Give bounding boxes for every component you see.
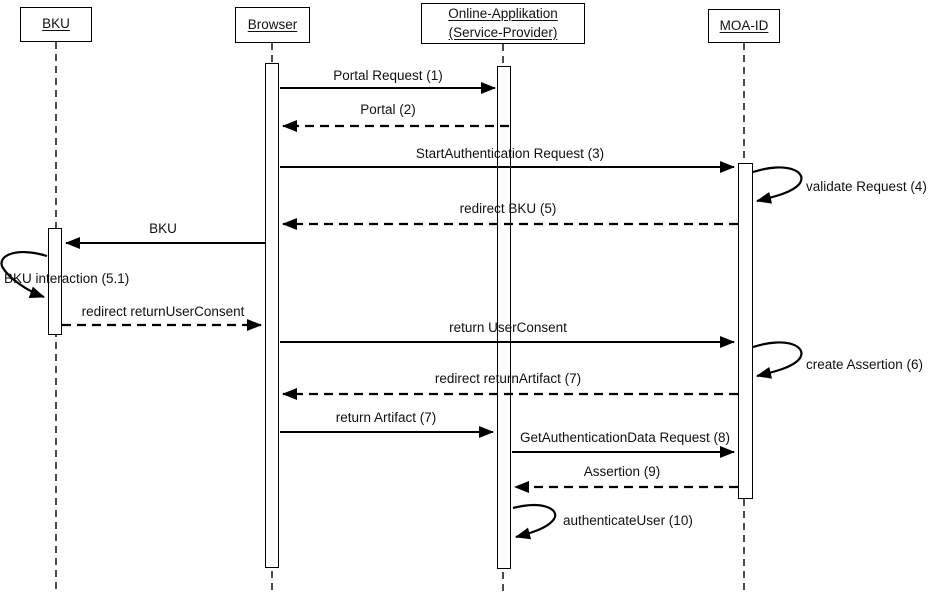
message-label-return-artifact: return Artifact (7) [335,410,437,425]
message-label-return-user-consent: return UserConsent [449,320,567,335]
message-label-redirect-bku: redirect BKU (5) [459,201,557,216]
activation-bar-browser [265,63,279,568]
actor-bku-label: BKU [42,16,70,32]
message-label-bku-interaction: BKU interaction (5.1) [4,271,130,286]
actor-online-applikation-label: Online-Applikation (Service-Provider) [448,6,558,40]
message-label-assertion: Assertion (9) [583,464,661,479]
self-loop-create-assertion [752,341,803,379]
message-label-bku: BKU [149,221,177,236]
activation-bar-moa-id [738,163,753,499]
message-label-create-assertion: create Assertion (6) [806,357,924,372]
message-label-redirect-return-artifact: redirect returnArtifact (7) [434,371,582,386]
actor-bku: BKU [20,7,92,42]
actor-moa-id-label: MOA-ID [719,17,769,33]
self-loop-authenticate-user [512,503,557,540]
self-loop-bku-interaction [0,251,48,299]
actor-browser: Browser [235,7,310,43]
actor-online-applikation: Online-Applikation (Service-Provider) [421,3,585,44]
activation-bar-bku [48,228,62,335]
message-label-start-authentication-request: StartAuthentication Request (3) [415,146,605,161]
message-label-portal-request: Portal Request (1) [333,68,443,83]
message-label-validate-request: validate Request (4) [806,179,927,194]
actor-browser-label: Browser [247,16,298,32]
message-label-get-authentication-data-request: GetAuthenticationData Request (8) [519,430,731,445]
self-loop-validate-request [752,166,803,204]
message-label-authenticate-user: authenticateUser (10) [563,513,693,528]
activation-bar-online-applikation [497,66,511,569]
actor-moa-id: MOA-ID [708,9,780,43]
message-label-redirect-return-user-consent: redirect returnUserConsent [81,304,245,319]
message-label-portal: Portal (2) [360,102,416,117]
